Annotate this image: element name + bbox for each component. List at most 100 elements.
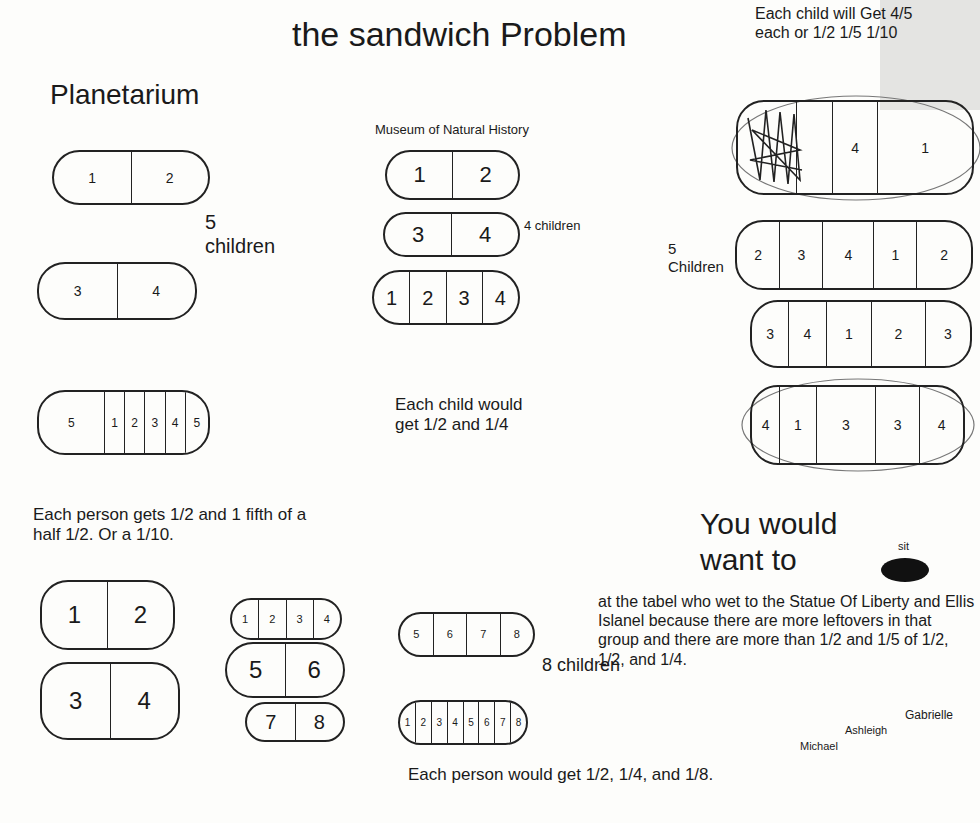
part-number: 1 bbox=[794, 418, 802, 432]
sandwich-shape: 1234 bbox=[372, 270, 520, 325]
part-number: 2 bbox=[421, 718, 427, 728]
part-number: 2 bbox=[134, 603, 147, 627]
sandwich-part: 4 bbox=[451, 214, 518, 255]
sandwich-part: 1 bbox=[54, 152, 131, 203]
sandwich-part: 1 bbox=[387, 152, 452, 198]
part-number: 7 bbox=[480, 629, 486, 640]
part-number: 2 bbox=[422, 288, 433, 308]
sandwich-shape: 41334 bbox=[750, 385, 965, 465]
part-number: 4 bbox=[479, 224, 491, 246]
part-number: 3 bbox=[797, 248, 805, 262]
sandwich-part: 3 bbox=[925, 302, 970, 366]
sandwich-part: 4 bbox=[788, 302, 825, 366]
sandwich-shape: 12 bbox=[385, 150, 520, 200]
sandwich-part: 4 bbox=[482, 272, 518, 323]
scribble bbox=[748, 110, 802, 184]
correction-note: sit bbox=[898, 540, 928, 553]
children-count: 5 Children bbox=[668, 240, 732, 276]
part-number: 4 bbox=[851, 141, 859, 155]
sandwich-part: 4 bbox=[822, 222, 873, 288]
part-number: 6 bbox=[484, 718, 490, 728]
part-number: 5 bbox=[413, 629, 419, 640]
part-number: 4 bbox=[844, 248, 852, 262]
sandwich-part bbox=[796, 102, 832, 193]
sandwich-part: 4 bbox=[447, 702, 463, 743]
part-number: 5 bbox=[249, 658, 262, 682]
sandwich-shape: 12 bbox=[40, 580, 175, 650]
sandwich-part: 2 bbox=[409, 272, 445, 323]
sandwich-shape: 12 bbox=[52, 150, 210, 205]
sandwich-part: 4 bbox=[110, 664, 179, 738]
part-number: 7 bbox=[500, 718, 506, 728]
part-number: 1 bbox=[386, 288, 397, 308]
part-number: 3 bbox=[894, 418, 902, 432]
part-number: 1 bbox=[891, 248, 899, 262]
sandwich-shape: 34 bbox=[37, 262, 197, 320]
sandwich-part: 2 bbox=[107, 582, 173, 648]
place-heading: Museum of Natural History bbox=[375, 122, 585, 138]
sandwich-part: 8 bbox=[510, 702, 526, 743]
answer-note: Each child would get 1/2 and 1/4 bbox=[395, 395, 545, 436]
sandwich-shape: 1234 bbox=[230, 598, 342, 640]
sandwich-part: 4 bbox=[313, 600, 340, 638]
sandwich-part: 6 bbox=[478, 702, 494, 743]
part-number: 3 bbox=[436, 718, 442, 728]
part-number: 4 bbox=[938, 418, 946, 432]
sandwich-part: 2 bbox=[871, 302, 925, 366]
sandwich-part: 1 bbox=[400, 702, 415, 743]
sandwich-part: 3 bbox=[752, 302, 788, 366]
part-number: 3 bbox=[412, 224, 424, 246]
sandwich-part: 5 bbox=[463, 702, 479, 743]
sandwich-shape: 5678 bbox=[398, 612, 535, 657]
conclusion-note: You would want to bbox=[700, 506, 875, 578]
part-number: 2 bbox=[754, 248, 762, 262]
sandwich-shape: 34123 bbox=[750, 300, 972, 368]
sandwich-part: 2 bbox=[124, 392, 144, 453]
blacked-out-word bbox=[881, 558, 929, 582]
sandwich-part: 2 bbox=[131, 152, 209, 203]
sandwich-part: 1 bbox=[873, 222, 916, 288]
sandwich-part: 5 bbox=[400, 614, 433, 655]
sandwich-part: 5 bbox=[185, 392, 208, 453]
children-count: 4 children bbox=[524, 218, 604, 234]
sandwich-shape: 12345678 bbox=[398, 700, 528, 745]
sandwich-part: 5 bbox=[39, 392, 104, 453]
sandwich-part: 3 bbox=[816, 387, 876, 463]
part-number: 3 bbox=[944, 327, 952, 341]
conclusion-note: at the tabel who wet to the Statue Of Li… bbox=[598, 592, 976, 669]
part-number: 7 bbox=[265, 712, 276, 732]
part-number: 1 bbox=[845, 327, 853, 341]
part-number: 1 bbox=[111, 417, 118, 429]
part-number: 4 bbox=[452, 718, 458, 728]
part-number: 8 bbox=[314, 712, 325, 732]
sandwich-shape: 23412 bbox=[735, 220, 973, 290]
sandwich-part: 3 bbox=[42, 664, 110, 738]
part-number: 5 bbox=[468, 718, 474, 728]
part-number: 4 bbox=[172, 417, 179, 429]
sandwich-part bbox=[738, 102, 796, 193]
part-number: 3 bbox=[297, 614, 303, 625]
sandwich-part: 3 bbox=[385, 214, 451, 255]
part-number: 2 bbox=[131, 417, 138, 429]
sandwich-part: 1 bbox=[42, 582, 107, 648]
pencil-loop bbox=[742, 379, 974, 471]
part-number: 1 bbox=[921, 141, 929, 155]
part-number: 5 bbox=[194, 417, 201, 429]
pencil-loop bbox=[732, 96, 980, 200]
sandwich-part: 8 bbox=[500, 614, 534, 655]
sandwich-shape: 78 bbox=[245, 702, 345, 742]
part-number: 2 bbox=[166, 171, 174, 185]
sandwich-part: 2 bbox=[415, 702, 431, 743]
sandwich-part: 1 bbox=[232, 600, 258, 638]
student-name: Gabrielle bbox=[905, 708, 975, 722]
sandwich-part: 3 bbox=[875, 387, 919, 463]
sandwich-shape: 41 bbox=[736, 100, 974, 195]
student-name: Michael bbox=[800, 740, 870, 753]
sandwich-part: 4 bbox=[752, 387, 779, 463]
answer-note: Each person would get 1/2, 1/4, and 1/8. bbox=[408, 765, 738, 785]
answer-note: Each person gets 1/2 and 1 fifth of a ha… bbox=[33, 505, 333, 546]
sandwich-part: 7 bbox=[494, 702, 510, 743]
place-heading: Planetarium bbox=[50, 78, 225, 112]
sandwich-part: 3 bbox=[431, 702, 447, 743]
part-number: 4 bbox=[495, 288, 506, 308]
